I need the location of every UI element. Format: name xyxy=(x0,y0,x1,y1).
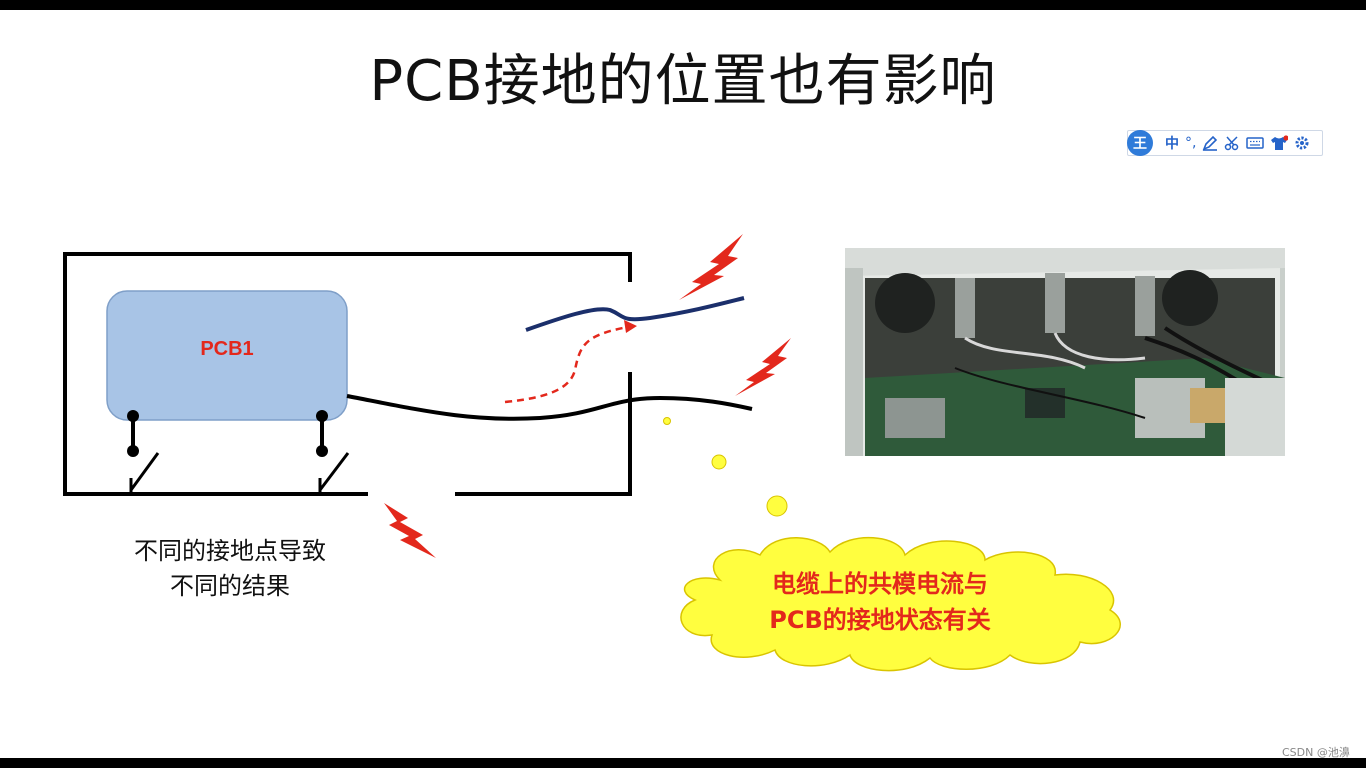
ime-punct-toggle[interactable]: °, xyxy=(1185,135,1197,151)
ground-switch-left xyxy=(127,410,160,494)
coupling-arrow xyxy=(504,325,629,404)
pcb-chassis-photo xyxy=(845,248,1285,456)
shirt-icon[interactable] xyxy=(1270,135,1289,151)
coupling-arrow-head xyxy=(624,320,637,333)
cloud-line-1: 电缆上的共模电流与 xyxy=(772,570,988,598)
cloud-line-2: PCB的接地状态有关 xyxy=(769,606,991,634)
thought-dot-small xyxy=(663,417,671,425)
watermark: CSDN @池濞 xyxy=(1282,746,1350,759)
thought-dot-large xyxy=(766,495,788,517)
chassis-photo-illustration xyxy=(845,248,1285,456)
cloud-text: 电缆上的共模电流与 PCB的接地状态有关 xyxy=(700,566,1060,638)
lightning-bolt-top xyxy=(679,234,743,300)
pcb1-block xyxy=(106,290,348,421)
slide-title: PCB接地的位置也有影响 xyxy=(369,49,997,114)
diagram-caption: 不同的接地点导致 不同的结果 xyxy=(95,534,365,604)
enclosure-right-lower xyxy=(455,372,632,496)
caption-line-2: 不同的结果 xyxy=(170,572,290,600)
thought-dot-medium xyxy=(711,454,727,470)
top-black-bar xyxy=(0,0,1366,10)
pcb1-label: PCB1 xyxy=(200,338,254,360)
cable-black xyxy=(346,394,753,421)
scissors-icon[interactable] xyxy=(1224,135,1240,151)
keyboard-icon[interactable] xyxy=(1246,135,1265,151)
ground-switch-right xyxy=(316,410,350,494)
bottom-black-bar xyxy=(0,758,1366,768)
lightning-bolt-bottom xyxy=(384,503,436,558)
ime-toolbar[interactable]: 王 中 °, xyxy=(1127,130,1323,156)
cable-blue xyxy=(525,296,745,332)
gear-icon[interactable] xyxy=(1294,135,1310,151)
caption-line-1: 不同的接地点导致 xyxy=(134,537,326,565)
lightning-bolt-middle xyxy=(735,338,791,396)
thought-cloud xyxy=(680,536,1121,672)
ime-mode-toggle[interactable]: 中 xyxy=(1165,136,1179,152)
ime-logo-icon[interactable]: 王 xyxy=(1127,130,1153,156)
enclosure-outline xyxy=(63,252,632,496)
pen-icon[interactable] xyxy=(1202,135,1218,151)
